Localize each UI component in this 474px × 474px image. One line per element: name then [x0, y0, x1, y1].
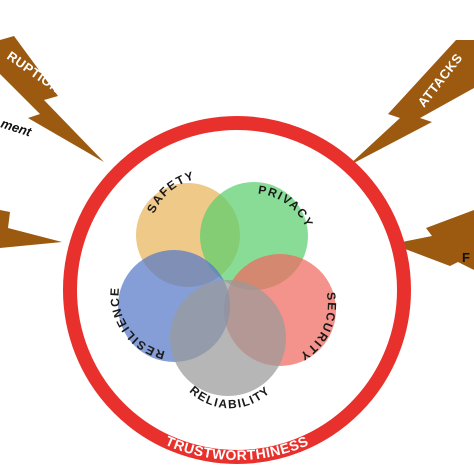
bolt-right-partial-label: F — [462, 250, 470, 265]
trustworthiness-ring — [63, 116, 411, 464]
bolt-top-left: RUPTIONS — [0, 36, 104, 162]
trustworthiness-ring-label: TRUSTWORTHINESS — [163, 433, 310, 464]
bolt-top-right: ATTACKS — [348, 40, 474, 166]
reliability-circle — [170, 280, 286, 396]
bolt-right: F — [392, 210, 474, 270]
bolt-top-left-sublabel: ment — [0, 116, 34, 140]
bolt-left — [0, 210, 62, 248]
